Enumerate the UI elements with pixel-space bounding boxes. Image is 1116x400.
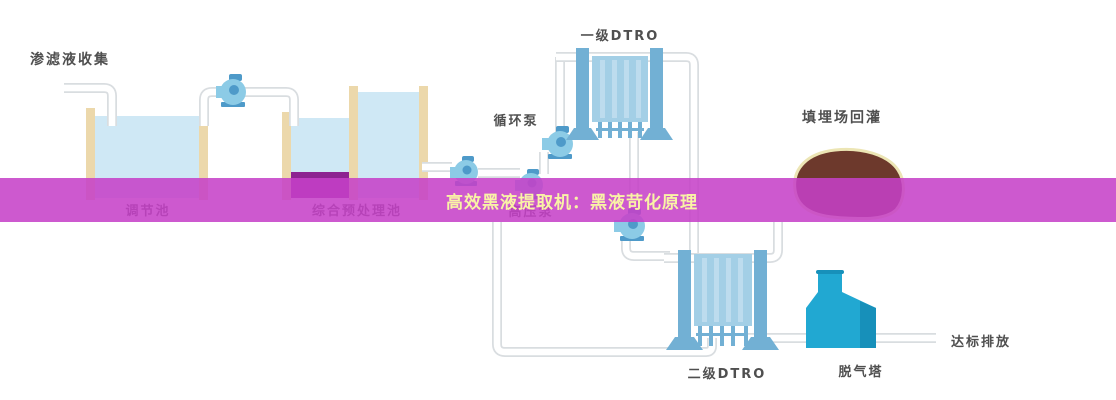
pump-to-dtro2-pipe <box>621 236 670 261</box>
degasser-tower <box>806 270 876 348</box>
circulation-pump-icon <box>542 126 573 159</box>
dtro2-label: 二级DTRO <box>688 366 767 382</box>
dtro1-module <box>566 48 673 140</box>
title-banner-background <box>0 178 1116 222</box>
feed-pump-icon <box>216 74 246 107</box>
inlet-pipe <box>64 83 117 126</box>
dtro1-top-bar-pipe <box>556 52 699 256</box>
dtro2-module <box>666 250 779 350</box>
pump-to-tank2-pipe <box>244 87 299 126</box>
recirculation-pipe <box>492 222 717 357</box>
circulation-pump-label: 循环泵 <box>493 113 538 129</box>
dtro1-label: 一级DTRO <box>581 28 660 44</box>
tank1-to-pump-pipe <box>199 87 224 126</box>
page-title: 高效黑液提取机：黑液苛化原理 <box>446 192 698 213</box>
title-banner: 高效黑液提取机：黑液苛化原理 <box>0 178 1116 222</box>
discharge-label: 达标排放 <box>951 334 1011 350</box>
dtro2-top-bar-pipe <box>664 222 783 263</box>
degasser-label: 脱气塔 <box>838 364 883 380</box>
tank2-outlet-pipe <box>422 152 549 178</box>
landfill-label: 填埋场回灌 <box>802 109 882 126</box>
collection-label: 渗滤液收集 <box>30 51 110 68</box>
